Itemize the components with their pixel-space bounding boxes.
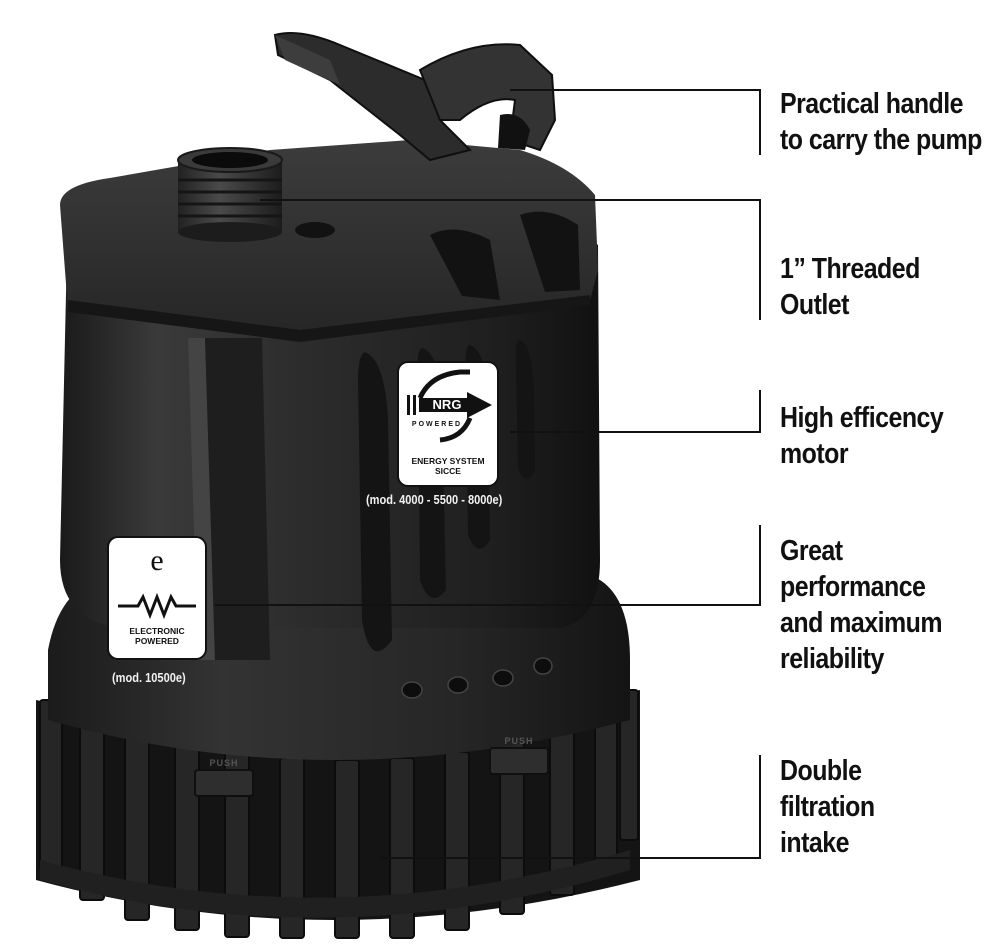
resistor-icon (118, 592, 196, 620)
callout-motor-line-2: motor (780, 438, 849, 470)
push-label-right: PUSH (504, 736, 534, 746)
nrg-logo-text: NRG (432, 397, 462, 412)
nrg-caption-2: SICCE (435, 466, 461, 476)
nrg-caption-1: ENERGY SYSTEM (411, 456, 485, 466)
electronic-model-note: (mod. 10500e) (112, 670, 186, 685)
callout-performance-line-4: reliability (780, 643, 884, 675)
electronic-letter: e (150, 544, 164, 577)
callout-outlet-line-2: Outlet (780, 289, 849, 321)
lid-recesses (295, 211, 580, 300)
callout-handle-line-1: Practical handle (780, 88, 964, 120)
push-label-left: PUSH (209, 758, 239, 768)
threaded-outlet (177, 147, 283, 242)
callout-performance-line-1: Great (780, 535, 843, 567)
callout-performance-line-2: performance (780, 571, 926, 603)
electronic-caption-1: ELECTRONIC (129, 626, 185, 636)
leader-outlet (260, 199, 761, 320)
electronic-caption-2: POWERED (135, 636, 179, 646)
callout-outlet-line-1: 1” Threaded (780, 253, 920, 285)
callout-performance: Great performance and maximum reliabilit… (780, 533, 943, 677)
leader-handle (510, 89, 761, 155)
push-clips (194, 747, 549, 797)
leader-performance (215, 525, 761, 606)
nrg-powered-text: POWERED (411, 421, 463, 428)
callout-performance-line-3: and maximum (780, 607, 943, 639)
callout-intake-line-2: filtration (780, 791, 875, 823)
vent-holes (401, 657, 553, 699)
callout-outlet: 1” Threaded Outlet (780, 251, 920, 323)
leader-lines (215, 89, 761, 859)
leader-motor (510, 390, 761, 433)
callout-intake: Double filtration intake (780, 753, 875, 861)
carry-handle (273, 32, 557, 162)
callout-handle-line-2: to carry the pump (780, 124, 982, 156)
callout-handle: Practical handle to carry the pump (780, 86, 982, 158)
callout-motor-line-1: High efficency (780, 402, 944, 434)
callout-intake-line-3: intake (780, 827, 850, 859)
body-rib (188, 338, 215, 660)
callout-motor: High efficency motor (780, 400, 944, 472)
leader-intake (380, 755, 761, 859)
nrg-model-note: (mod. 4000 - 5500 - 8000e) (366, 492, 503, 507)
callout-intake-line-1: Double (780, 755, 862, 787)
nrg-arrow-icon (407, 369, 492, 443)
